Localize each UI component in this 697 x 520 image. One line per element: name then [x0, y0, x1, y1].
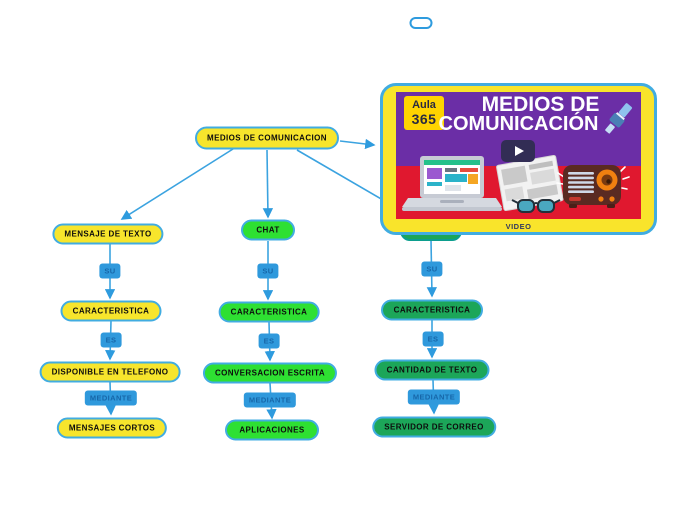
node-aplicaciones[interactable]: APLICACIONES	[225, 419, 319, 441]
link-label-mediante-texto[interactable]: MEDIANTE	[84, 390, 138, 406]
edge-root-to-video	[339, 138, 376, 150]
play-icon	[514, 146, 524, 156]
video-thumbnail[interactable]: Aula 365 MEDIOS DE COMUNICACIÓN	[396, 92, 641, 219]
glasses-icon	[511, 199, 561, 213]
node-mensajes-cortos[interactable]: MENSAJES CORTOS	[56, 417, 168, 439]
node-medios-de-comunicacion[interactable]: MEDIOS DE COMUNICACION	[195, 126, 339, 150]
newspaper-illustration	[496, 154, 564, 213]
link-label-mediante-correo[interactable]: MEDIANTE	[407, 389, 461, 405]
node-caracteristica-texto[interactable]: CARACTERISTICA	[60, 300, 162, 322]
link-label-su-correo[interactable]: SU	[421, 261, 443, 277]
node-servidor-de-correo[interactable]: SERVIDOR DE CORREO	[372, 416, 496, 438]
link-label-es-correo[interactable]: ES	[422, 331, 444, 347]
node-mensaje-de-texto[interactable]: MENSAJE DE TEXTO	[52, 223, 164, 245]
thumbnail-title-line1: MEDIOS DE	[481, 93, 600, 116]
link-label-su-chat[interactable]: SU	[257, 263, 279, 279]
node-disponible-en-telefono[interactable]: DISPONIBLE EN TELEFONO	[39, 361, 181, 383]
link-label-mediante-chat[interactable]: MEDIANTE	[243, 392, 297, 408]
edge-root-to-chat	[262, 149, 274, 219]
thumbnail-title: MEDIOS DE COMUNICACIÓN	[396, 93, 641, 136]
node-caracteristica-chat[interactable]: CARACTERISTICA	[218, 301, 320, 323]
play-button[interactable]	[501, 140, 535, 162]
video-caption: VIDEO	[505, 222, 532, 231]
node-cantidad-de-texto[interactable]: CANTIDAD DE TEXTO	[374, 359, 490, 381]
aula365-logo: Aula 365	[404, 96, 444, 130]
link-label-su-texto[interactable]: SU	[99, 263, 121, 279]
thumbnail-title-line2: COMUNICACIÓN	[438, 113, 599, 135]
edge-root-to-mensaje	[120, 148, 234, 220]
node-caracteristica-correo[interactable]: CARACTERISTICA	[381, 299, 483, 321]
node-conversacion-escrita[interactable]: CONVERSACION ESCRITA	[202, 362, 338, 384]
laptop-illustration	[402, 156, 502, 211]
logo-text-top: Aula	[412, 99, 436, 111]
link-label-es-chat[interactable]: ES	[258, 333, 280, 349]
satellite-icon	[605, 103, 633, 134]
radio-illustration	[556, 165, 630, 208]
node-chat[interactable]: CHAT	[241, 219, 295, 241]
link-label-es-texto[interactable]: ES	[100, 332, 122, 348]
collapsed-node[interactable]	[409, 17, 433, 29]
video-card[interactable]: Aula 365 MEDIOS DE COMUNICACIÓN	[380, 83, 657, 235]
logo-text-bottom: 365	[411, 111, 437, 127]
